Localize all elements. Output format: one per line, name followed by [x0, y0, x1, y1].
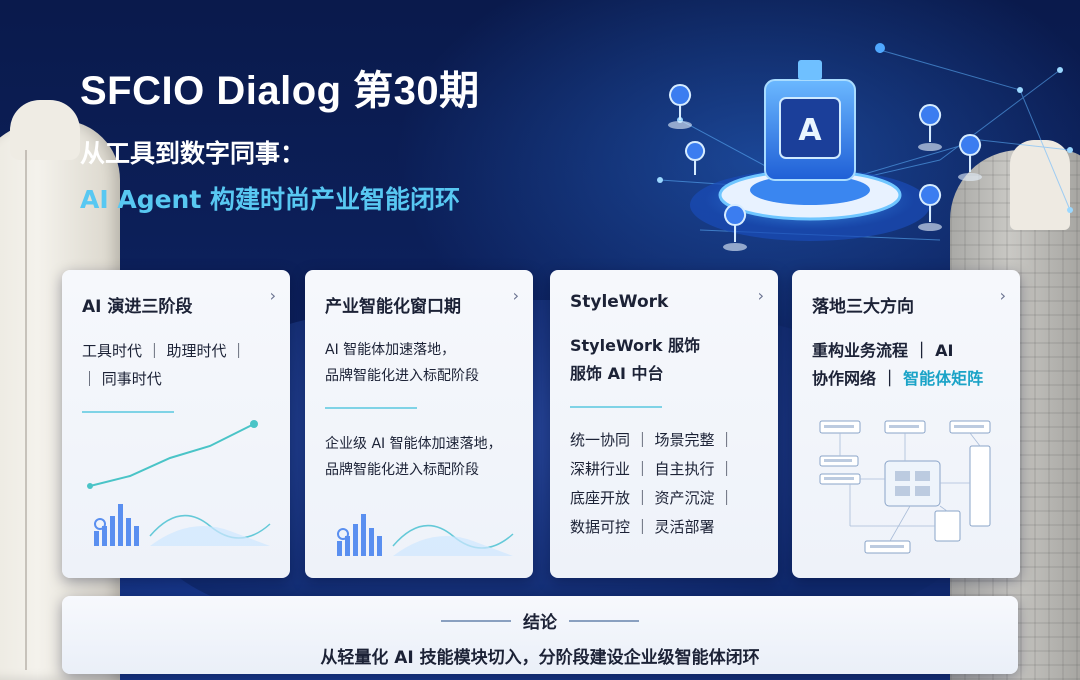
card-text: StyleWork 服饰 服饰 AI 中台 [570, 332, 758, 388]
card-line-part: 协作网络 ｜ [812, 369, 904, 388]
card-line: 品牌智能化进入标配阶段 [325, 462, 479, 478]
title-block: SFCIO Dialog 第30期 从工具到数字同事： AI Agent 构建时… [80, 58, 480, 216]
card-stylework[interactable]: › StyleWork StyleWork 服饰 服饰 AI 中台 统一协同 ｜… [550, 270, 778, 578]
card-ai-evolution[interactable]: › AI 演进三阶段 工具时代 ｜ 助理时代 ｜ ｜ 同事时代 [62, 270, 290, 578]
list-item: 统一协同 ｜ 场景完整 ｜ [570, 431, 735, 449]
conclusion-text: 从轻量化 AI 技能模块切入，分阶段建设企业级智能体闭环 [320, 648, 760, 668]
card-line: StyleWork 服饰 [570, 336, 701, 355]
conclusion-title: 结论 [523, 613, 557, 633]
card-line-highlight: 智能体矩阵 [903, 369, 984, 388]
card-text: 工具时代 ｜ 助理时代 ｜ ｜ 同事时代 [82, 337, 270, 393]
card-title: 产业智能化窗口期 [325, 297, 461, 317]
card-title: StyleWork [570, 292, 669, 312]
card-three-directions[interactable]: › 落地三大方向 重构业务流程 ｜ AI 协作网络 ｜ 智能体矩阵 [792, 270, 1020, 578]
chevron-right-icon[interactable]: › [512, 286, 519, 305]
chevron-right-icon[interactable]: › [999, 286, 1006, 305]
card-line: 协作网络 ｜ 智能体矩阵 [812, 365, 1000, 393]
divider [441, 619, 511, 622]
conclusion-panel: 结论 从轻量化 AI 技能模块切入，分阶段建设企业级智能体闭环 [62, 596, 1018, 674]
divider [82, 411, 174, 413]
list-item: 深耕行业 ｜ 自主执行 ｜ [570, 460, 735, 478]
page-subtitle-1: 从工具到数字同事： [80, 139, 306, 168]
divider [569, 619, 639, 622]
card-line: 品牌智能化进入标配阶段 [325, 368, 479, 384]
card-text-secondary: 企业级 AI 智能体加速落地， 品牌智能化进入标配阶段 [325, 431, 513, 483]
card-industry-window[interactable]: › 产业智能化窗口期 AI 智能体加速落地， 品牌智能化进入标配阶段 企业级 A… [305, 270, 533, 578]
decorative-chart-icon [87, 420, 271, 546]
list-item: 数据可控 ｜ 灵活部署 [570, 518, 715, 536]
conclusion-title-row: 结论 [62, 608, 1018, 633]
page-subtitle-2: AI Agent 构建时尚产业智能闭环 [80, 185, 461, 214]
card-line: 服饰 AI 中台 [570, 364, 664, 383]
feature-list: 统一协同 ｜ 场景完整 ｜ 深耕行业 ｜ 自主执行 ｜ 底座开放 ｜ 资产沉淀 … [570, 426, 758, 542]
chevron-right-icon[interactable]: › [757, 286, 764, 305]
card-line: ｜ 同事时代 [82, 370, 162, 388]
card-line: 重构业务流程 ｜ AI [812, 341, 954, 360]
ai-agent-hologram-icon: A [657, 43, 1073, 251]
card-line: AI 智能体加速落地， [325, 342, 456, 358]
card-text: AI 智能体加速落地， 品牌智能化进入标配阶段 [325, 337, 513, 389]
card-title: 落地三大方向 [812, 297, 914, 317]
divider [570, 406, 662, 408]
svg-text:A: A [798, 113, 822, 148]
divider [325, 407, 417, 409]
card-line: 工具时代 ｜ 助理时代 ｜ [82, 342, 247, 360]
decorative-chart-icon [337, 514, 514, 556]
card-title: AI 演进三阶段 [82, 297, 193, 317]
list-item: 底座开放 ｜ 资产沉淀 ｜ [570, 489, 735, 507]
chevron-right-icon[interactable]: › [269, 286, 276, 305]
flow-diagram-icon [819, 420, 991, 554]
card-text: 重构业务流程 ｜ AI 协作网络 ｜ 智能体矩阵 [812, 337, 1000, 393]
card-line: 企业级 AI 智能体加速落地， [325, 436, 502, 452]
page-title: SFCIO Dialog 第30期 [80, 69, 480, 113]
